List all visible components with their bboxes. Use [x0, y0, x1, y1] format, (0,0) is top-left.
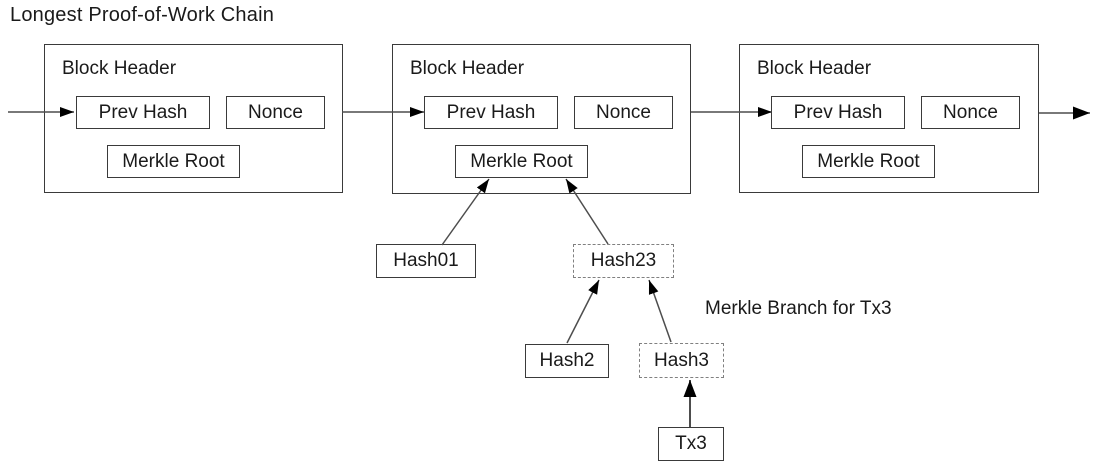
prev-hash-box: Prev Hash — [76, 96, 210, 129]
hash01-node: Hash01 — [376, 244, 476, 278]
block-header-1: Block Header Prev Hash Nonce Merkle Root — [44, 44, 343, 193]
nonce-box: Nonce — [574, 96, 673, 129]
arrow-hash3-to-hash23 — [648, 279, 672, 343]
hash3-node: Hash3 — [639, 343, 724, 378]
nonce-box: Nonce — [226, 96, 325, 129]
nonce-box: Nonce — [921, 96, 1020, 129]
block-header-label: Block Header — [757, 58, 872, 79]
merkle-root-box: Merkle Root — [107, 145, 240, 178]
arrow-hash2-to-hash23 — [566, 279, 600, 344]
prev-hash-box: Prev Hash — [424, 96, 558, 129]
merkle-branch-annotation: Merkle Branch for Tx3 — [705, 298, 892, 319]
prev-hash-box: Prev Hash — [771, 96, 905, 129]
hash23-node: Hash23 — [573, 244, 674, 278]
block-header-2: Block Header Prev Hash Nonce Merkle Root — [392, 44, 691, 194]
merkle-root-box: Merkle Root — [455, 145, 588, 178]
block-header-label: Block Header — [410, 58, 525, 79]
block-header-3: Block Header Prev Hash Nonce Merkle Root — [739, 44, 1039, 193]
merkle-root-box: Merkle Root — [802, 145, 935, 178]
diagram-title: Longest Proof-of-Work Chain — [10, 4, 275, 26]
block-header-label: Block Header — [62, 58, 177, 79]
hash2-node: Hash2 — [525, 344, 609, 378]
tx3-node: Tx3 — [658, 427, 724, 461]
